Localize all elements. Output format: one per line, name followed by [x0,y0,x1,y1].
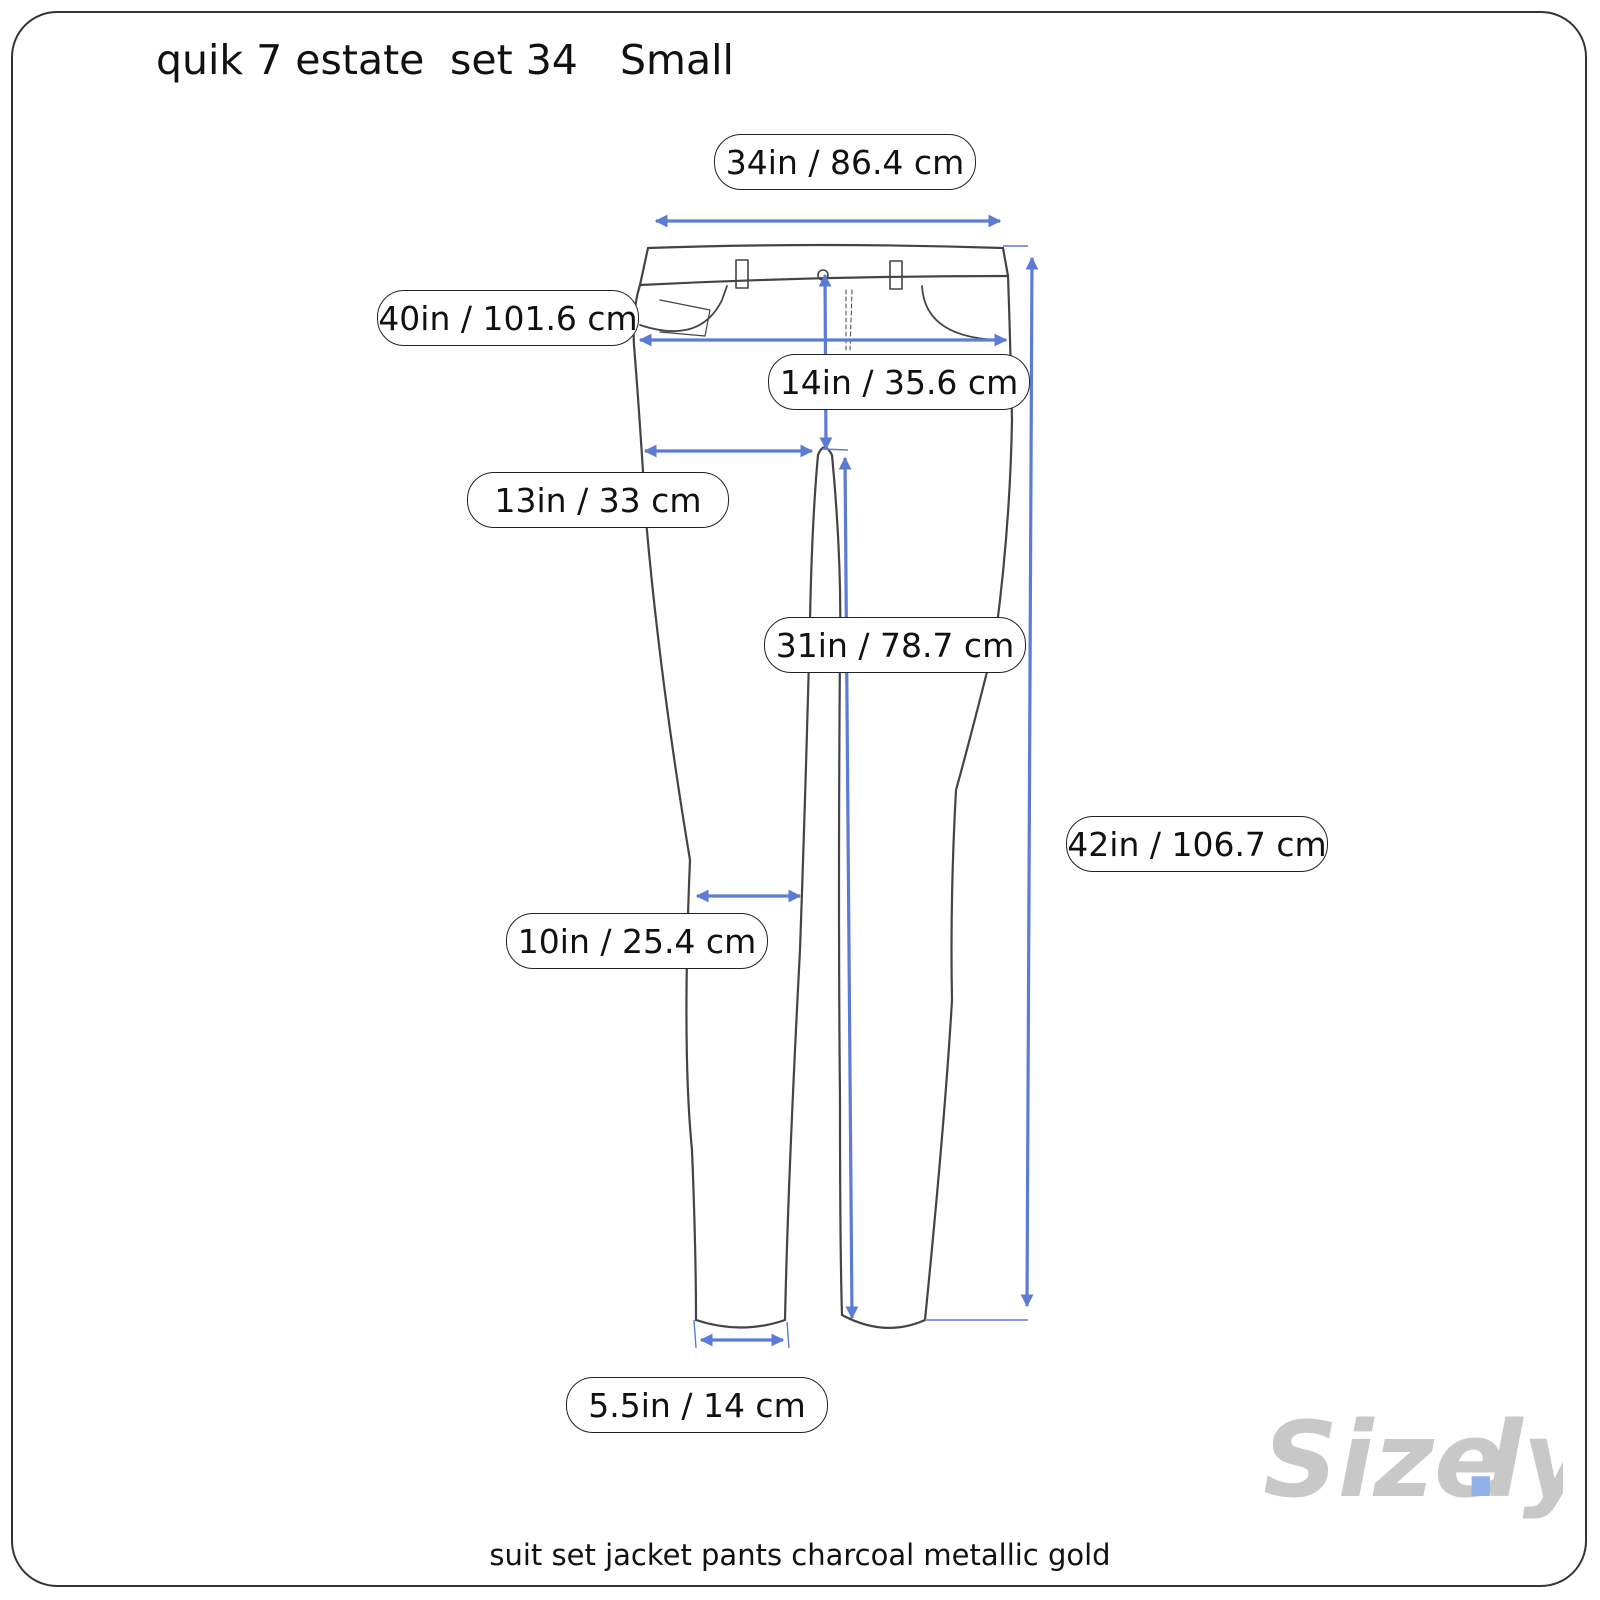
hip-measurement-label: 40in / 101.6 cm [377,290,639,346]
sizely-logo: Size . ly [1263,1399,1563,1521]
outer-seam-right [923,274,1014,1322]
pocket-left [639,285,728,332]
inseam-arrow [838,456,859,1320]
waistband-left-edge [638,246,650,287]
hem-left [694,1318,787,1329]
leg-opening-measurement-label: 5.5in / 14 cm [566,1377,828,1433]
inseam-measurement-label: 31in / 78.7 cm [764,617,1026,673]
outseam-arrow [1020,256,1039,1308]
brand-name: quik 7 estate [156,36,425,84]
image-frame [11,11,1587,1587]
inner-seam-right [830,453,844,1317]
hem-right [840,1313,927,1329]
product-description: suit set jacket pants charcoal metallic … [489,1538,1111,1572]
waist-measurement-label: 34in / 86.4 cm [714,134,976,190]
waistband-top [646,243,1005,250]
thigh-measurement-label: 13in / 33 cm [467,472,729,528]
knee-measurement-label: 10in / 25.4 cm [506,913,768,969]
outer-seam-left [632,283,698,1322]
guide-lines [693,245,1028,1349]
logo-dot: . [1461,1399,1501,1521]
inner-seam-left [783,453,820,1322]
pocket-right [921,285,1007,341]
logo-text-main: Size [1263,1399,1505,1521]
fly-stitching [845,289,853,353]
waistband-right-edge [1001,246,1010,278]
logo-text-suffix: ly [1487,1399,1563,1521]
product-set: set 34 [450,36,578,84]
belt-loop-left [735,259,749,289]
outseam-measurement-label: 42in / 106.7 cm [1066,816,1328,872]
rise-measurement-label: 14in / 35.6 cm [768,354,1030,410]
belt-loop-right [889,260,903,290]
product-size: Small [620,36,734,84]
